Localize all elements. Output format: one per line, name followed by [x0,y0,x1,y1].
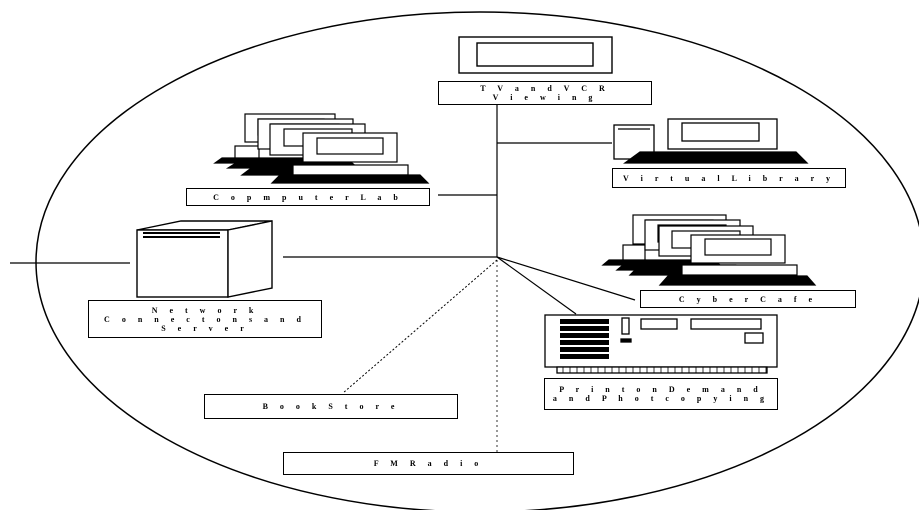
fm-radio-label: F M R a d i o [283,452,574,475]
virtual-library-label: V i r t u a l L i b r a r y [612,168,846,188]
network-server-label-text: N e t w o r k C o n n e c t o n s a n d … [104,306,306,333]
printer-icon [545,315,777,373]
print-demand-label-text: P r i n t o n D e m a n d a n d P h o t … [553,385,769,403]
tv-icon [459,37,612,73]
cyber-cafe-icon [603,215,815,285]
computer-lab-icon [215,114,428,183]
fm-radio-label-text: F M R a d i o [374,459,484,468]
computer-lab-label-text: C o p m p u t e r L a b [213,193,403,202]
link-print [497,257,576,314]
cyber-cafe-label-text: C y b e r C a f e [679,295,817,304]
network-server-icon [137,221,272,297]
print-demand-label: P r i n t o n D e m a n d a n d P h o t … [544,378,778,410]
cyber-cafe-label: C y b e r C a f e [640,290,856,308]
network-server-label: N e t w o r k C o n n e c t o n s a n d … [88,300,322,338]
book-store-label: B o o k S t o r e [204,394,458,419]
link-book-store [343,260,497,393]
tv-vcr-label: T V a n d V C R V i e w i n g [438,81,652,105]
virtual-library-icon [614,119,807,163]
book-store-label-text: B o o k S t o r e [263,402,400,411]
computer-lab-label: C o p m p u t e r L a b [186,188,430,206]
virtual-library-label-text: V i r t u a l L i b r a r y [623,174,835,183]
tv-vcr-label-text: T V a n d V C R V i e w i n g [480,84,610,102]
